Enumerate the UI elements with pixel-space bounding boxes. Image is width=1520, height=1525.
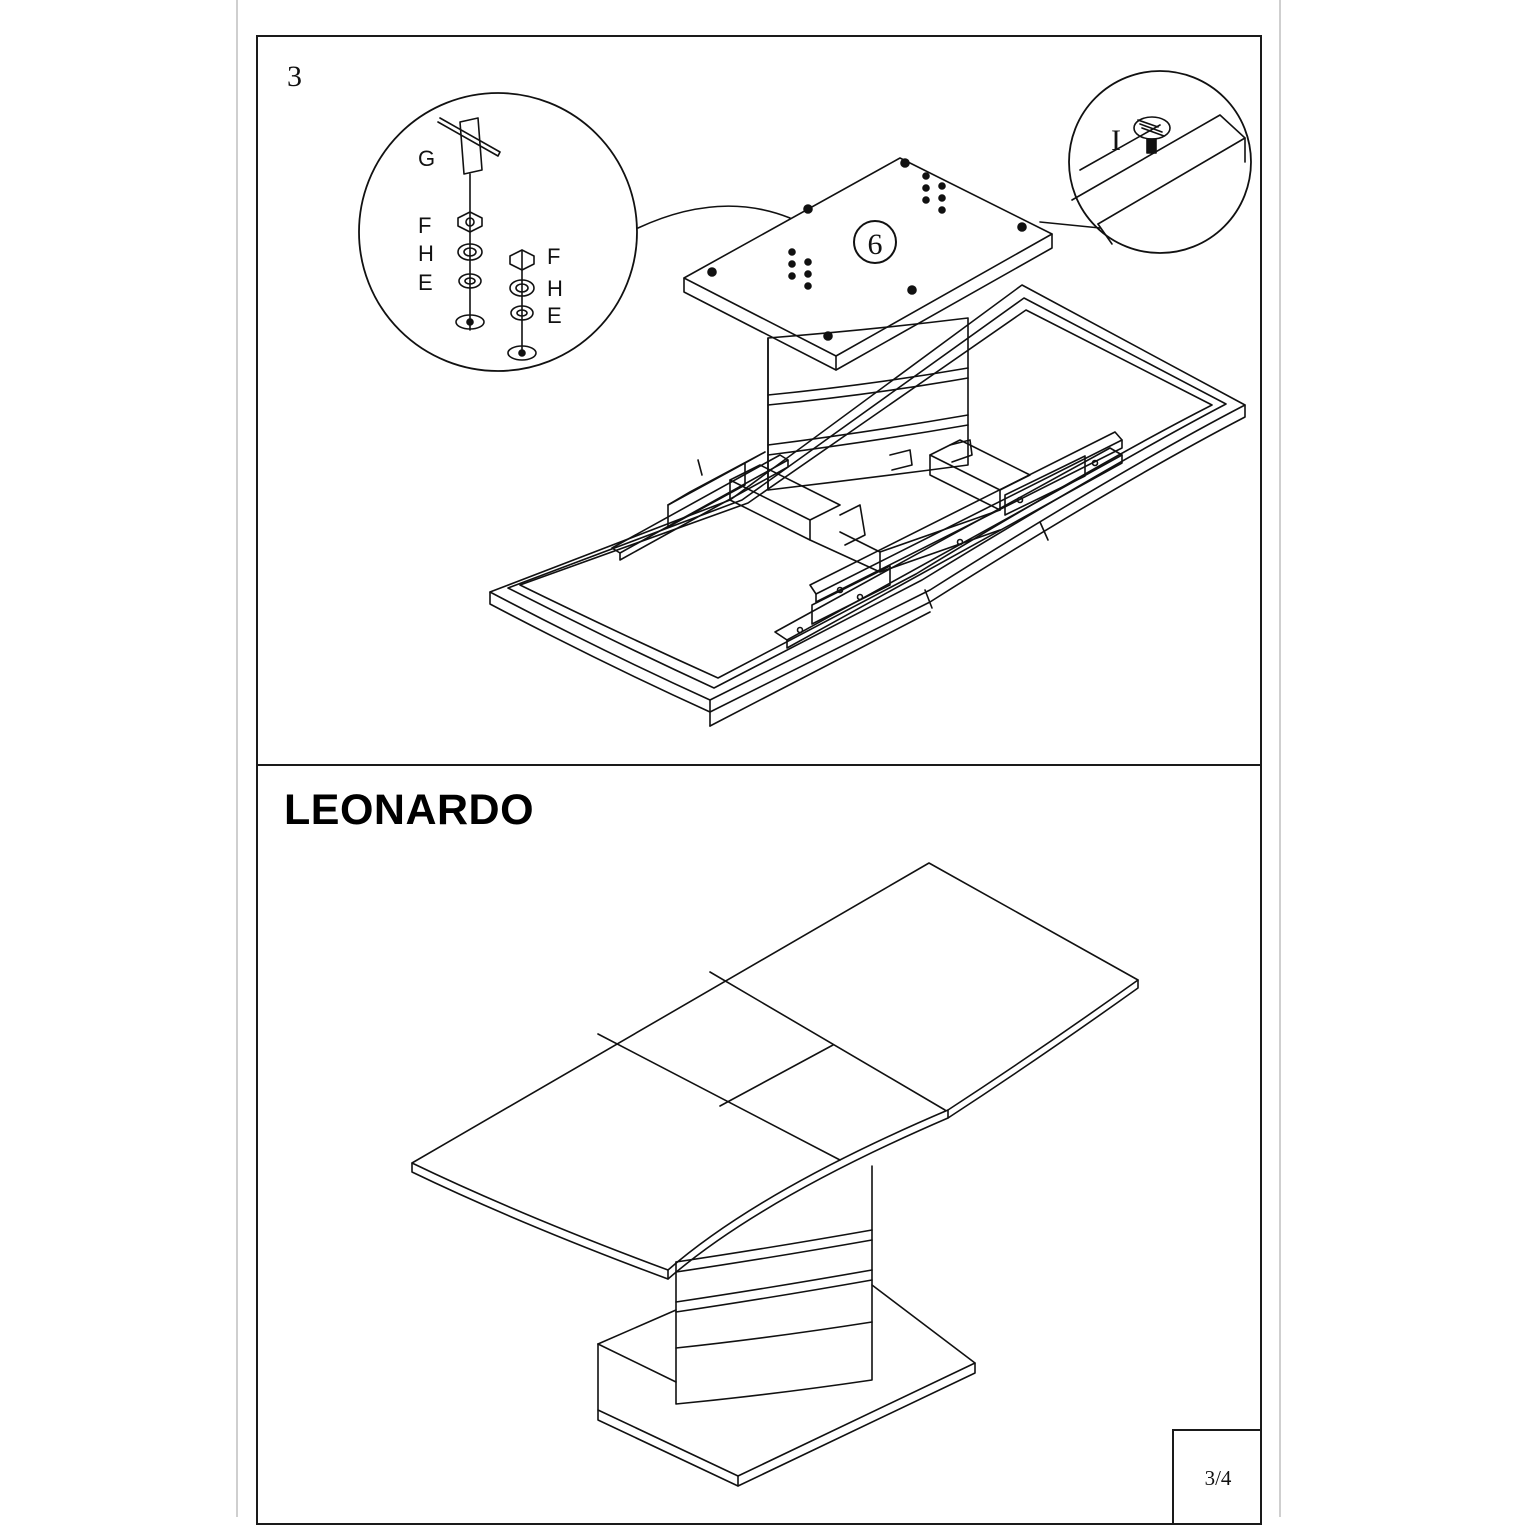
pedestal-column	[767, 317, 969, 491]
label-i: I	[1111, 124, 1121, 157]
section-divider	[256, 764, 1262, 766]
base-tabletop-frame	[489, 284, 1246, 727]
leader-right	[1039, 221, 1101, 229]
label-f: F	[418, 213, 431, 238]
callout-number: 6	[868, 228, 883, 261]
label-e: E	[418, 270, 433, 295]
extension-runners	[611, 431, 1123, 649]
detail-circle-glide: I	[1068, 70, 1252, 254]
page-border	[236, 0, 1281, 1517]
leader-left	[637, 205, 791, 229]
label-g: G	[418, 146, 435, 171]
label-e-2: E	[547, 303, 562, 328]
page-number: 3/4	[1204, 1465, 1232, 1490]
pedestal-base-plate: 6	[683, 157, 1053, 371]
label-h: H	[418, 241, 434, 266]
product-title: LEONARDO	[284, 786, 535, 834]
label-h-2: H	[547, 276, 563, 301]
assembled-table	[411, 862, 1139, 1487]
step-number: 3	[287, 60, 302, 93]
label-f-2: F	[547, 244, 560, 269]
page-number-box: 3/4	[1172, 1429, 1262, 1525]
detail-circle-hardware: G F H E F H E	[358, 92, 638, 372]
metal-subframe	[729, 439, 1031, 573]
